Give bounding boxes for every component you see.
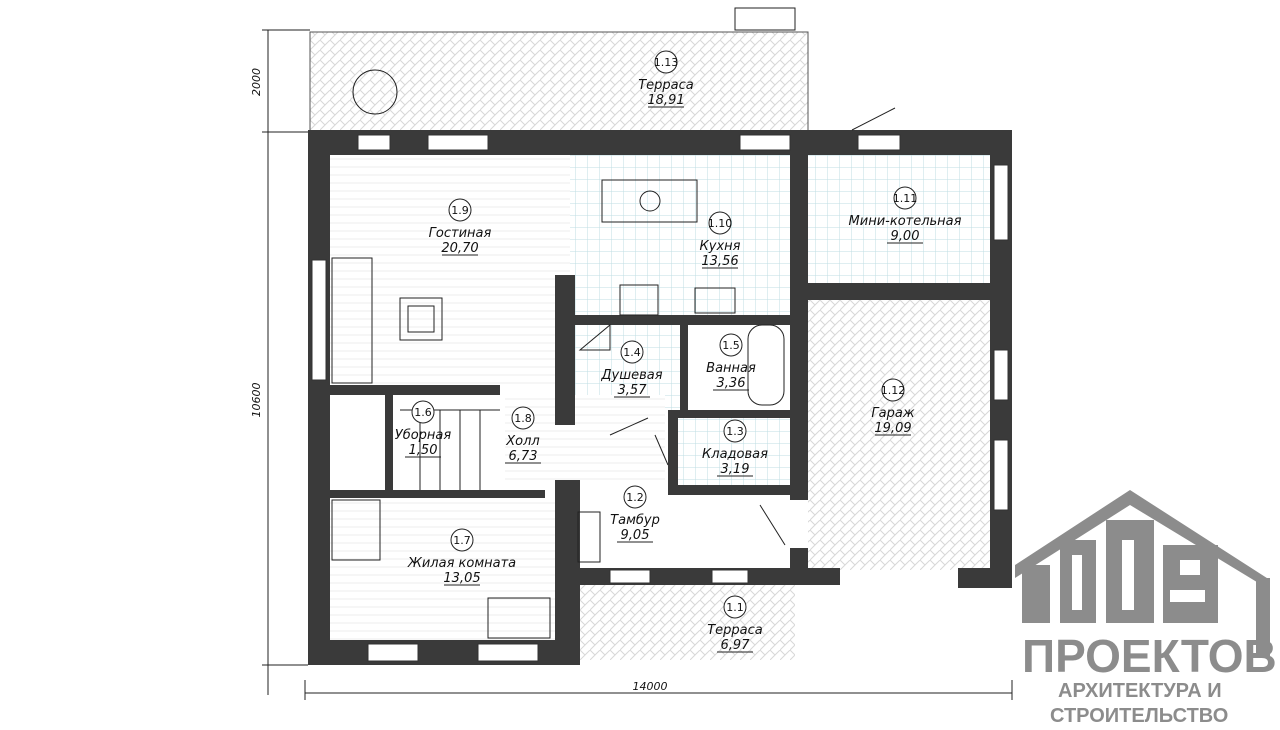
room-area: 9,05 [621,528,650,543]
dim-terrace-depth: 2000 [250,68,263,96]
room-number-circle [881,378,905,402]
room-number: 1.1 [726,601,744,614]
living-floor [330,155,570,385]
terrace-bottom-floor [580,585,795,660]
logo-title: ПРОЕКТОВ [1022,630,1277,682]
room-area: 13,56 [701,254,738,269]
room-name: Тамбур [610,513,660,528]
room-number-circle [719,333,743,357]
furniture [331,7,896,639]
room-number-circle [723,595,747,619]
room-area: 3,57 [618,383,648,398]
room-number: 1.6 [414,406,432,419]
bedroom-floor [330,498,555,640]
room-name: Холл [505,434,539,449]
room-number-circle [723,419,747,443]
room-name: Терраса [638,78,694,93]
dim-width: 14000 [633,680,668,693]
room-number-circle [623,485,647,509]
room-area: 19,09 [874,421,911,436]
logo-line3: СТРОИТЕЛЬСТВО [1050,705,1228,727]
room-area: 13,05 [443,571,480,586]
room-labels: 1.1Терраса6,971.2Тамбур9,051.3Кладовая3,… [395,50,962,653]
room-name: Терраса [707,623,763,638]
boiler-floor [808,155,990,283]
room-number: 1.4 [623,346,641,359]
terrace-top-floor [309,31,809,133]
room-number: 1.13 [654,56,679,69]
room-number: 1.8 [514,412,532,425]
room-name: Кладовая [702,447,768,462]
room-number: 1.5 [722,339,740,352]
room-number-circle [450,528,474,552]
room-name: Уборная [395,428,452,443]
room-number: 1.9 [451,204,469,217]
room-area: 20,70 [441,241,478,256]
room-name: Гараж [871,406,914,421]
room-number-circle [448,198,472,222]
room-area: 18,91 [647,93,684,108]
dim-height: 10600 [250,383,263,418]
room-number-circle [893,186,917,210]
room-number-circle [620,340,644,364]
room-name: Гостиная [429,226,492,241]
room-number: 1.10 [708,217,733,230]
windows [311,134,1009,662]
room-number: 1.12 [881,384,906,397]
logo-line2: АРХИТЕКТУРА И [1058,680,1222,702]
dimension-lines [262,29,1013,700]
room-number-circle [654,50,678,74]
room-number-circle [708,211,732,235]
room-number: 1.3 [726,425,744,438]
room-area: 3,19 [721,462,750,477]
room-name: Жилая комната [407,556,516,571]
company-logo: ПРОЕКТОВ АРХИТЕКТУРА И СТРОИТЕЛЬСТВО [1015,490,1277,727]
room-number: 1.7 [453,534,471,547]
room-number: 1.11 [893,192,918,205]
room-area: 1,50 [409,443,438,458]
room-name: Кухня [700,239,741,254]
room-name: Ванная [706,361,756,376]
room-area: 3,36 [717,376,746,391]
room-number: 1.2 [626,491,644,504]
room-area: 6,73 [509,449,538,464]
room-name: Душевая [600,368,662,383]
room-area: 6,97 [721,638,751,653]
room-area: 9,00 [891,229,920,244]
room-number-circle [511,406,535,430]
room-number-circle [411,400,435,424]
kitchen-floor [570,155,790,315]
hall-floor [505,395,665,485]
room-name: Мини-котельная [849,214,962,229]
